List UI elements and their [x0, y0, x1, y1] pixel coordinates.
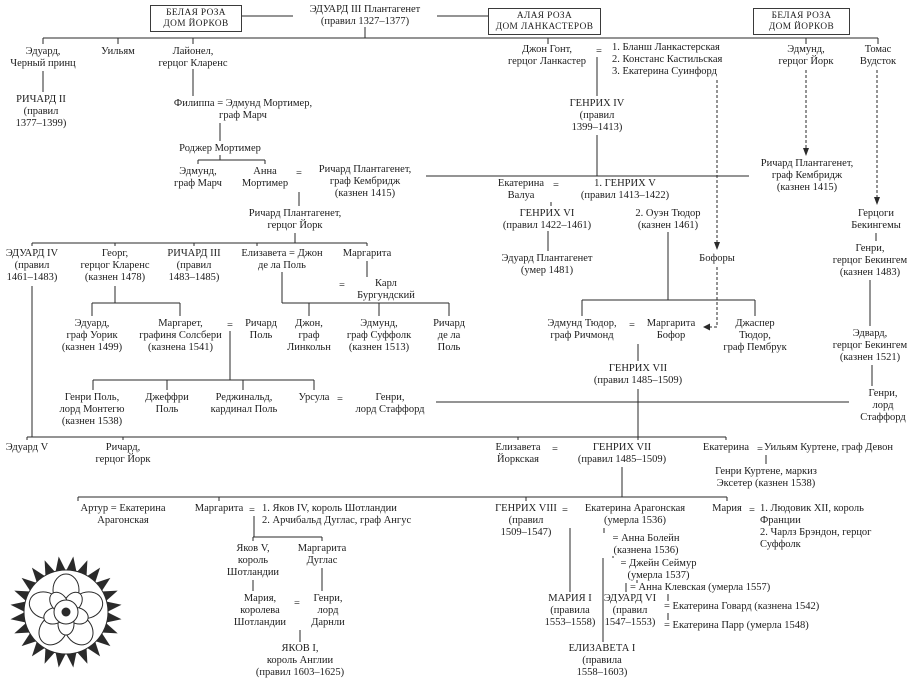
marriage-equals: = — [337, 394, 343, 405]
person-mary-tudor: Мария — [712, 503, 742, 514]
person-john-of-gaunt: Джон Гонт, герцог Ланкастер — [507, 44, 587, 68]
person-henry-buckingham: Генри, герцог Бекингем (казнен 1483) — [832, 243, 908, 279]
person-ursula: Урсула — [298, 392, 330, 403]
person-richard-york-prince: Ричард, герцог Йорк — [95, 442, 151, 466]
person-geoffrey-pole: Джеффри Поль — [145, 392, 189, 416]
group-dukes-buckingham: Герцоги Бекингемы — [851, 208, 901, 232]
marriage-equals: = — [294, 598, 300, 609]
person-edmund-york: Эдмунд, герцог Йорк — [778, 44, 834, 68]
person-edmund-march: Эдмунд, граф Марч — [174, 166, 222, 190]
person-henry-iv: ГЕНРИХ IV (правил 1399–1413) — [569, 98, 625, 134]
list-margaret-husbands: 1. Яков IV, король Шотландии 2. Арчибаль… — [262, 503, 412, 527]
couple-philippa-mortimer: Филиппа = Эдмунд Мортимер, граф Марч — [173, 98, 313, 122]
person-richard-cambridge-right: Ричард Плантагенет, граф Кембридж (казне… — [760, 158, 854, 194]
marriage-equals: = — [296, 168, 302, 179]
person-margaret-douglas: Маргарита Дуглас — [297, 543, 347, 567]
person-reginald-pole: Реджинальд, кардинал Поль — [210, 392, 278, 416]
person-catherine-parr: = Екатерина Парр (умерла 1548) — [664, 620, 809, 631]
person-anne-cleves: = Анна Клевская (умерла 1557) — [630, 582, 771, 593]
person-katherine-valois: Екатерина Валуа — [497, 178, 545, 202]
house-box-lancaster: АЛАЯ РОЗА ДОМ ЛАНКАСТЕРОВ — [488, 8, 601, 36]
list-mary-husbands: 1. Людовик XII, король Франции 2. Чарлз … — [760, 503, 872, 551]
person-james-v: Яков V, король Шотландии — [226, 543, 280, 579]
marriage-equals: = — [249, 505, 255, 516]
person-edward-buckingham: Эдвард, герцог Бекингем (казнен 1521) — [832, 328, 908, 364]
person-edward-plantagenet: Эдуард Плантагенет (умер 1481) — [501, 253, 593, 277]
person-henry-darnley: Генри, лорд Дарнли — [311, 593, 345, 629]
marriage-equals: = — [562, 505, 568, 516]
person-richard-ii: РИЧАРД II (правил 1377–1399) — [15, 94, 67, 130]
arrow-left-icon — [703, 323, 710, 331]
person-george-clarence: Георг, герцог Кларенс (казнен 1478) — [80, 248, 150, 284]
arrow-down-icon — [803, 148, 809, 156]
list-gaunt-wives: 1. Бланш Ланкастерская 2. Констанс Касти… — [612, 42, 723, 78]
person-richard-duke-york: Ричард Плантагенет, герцог Йорк — [248, 208, 342, 232]
person-henry-courtenay: Генри Куртене, маркиз Эксетер (казнен 15… — [715, 466, 817, 490]
person-william-courtenay: Уильям Куртене, граф Девон — [764, 442, 893, 453]
connector-line-dashed — [710, 70, 878, 328]
person-henry-v: 1. ГЕНРИХ V (правил 1413–1422) — [580, 178, 670, 202]
person-edward-warwick: Эдуард, граф Уорик (казнен 1499) — [61, 318, 123, 354]
person-black-prince: Эдуард, Черный принц — [10, 46, 76, 70]
person-edward-iv: ЭДУАРД IV (правил 1461–1483) — [5, 248, 59, 284]
marriage-equals: = — [339, 280, 345, 291]
arrow-down-icon — [874, 197, 880, 205]
person-mary-queen-scots: Мария, королева Шотландии — [233, 593, 287, 629]
person-lionel-clarence: Лайонел, герцог Кларенс — [158, 46, 228, 70]
person-edward-v: Эдуард V — [5, 442, 49, 453]
person-edmund-suffolk: Эдмунд, граф Суффолк (казнен 1513) — [346, 318, 412, 354]
person-charles-burgundy: Карл Бургундский — [357, 278, 415, 302]
person-edward-iii: ЭДУАРД III Плантагенет (правил 1327–1377… — [309, 4, 421, 28]
person-margaret-beaufort: Маргарита Бофор — [646, 318, 696, 342]
person-roger-mortimer: Роджер Мортимер — [179, 143, 261, 154]
person-richard-iii: РИЧАРД III (правил 1483–1485) — [167, 248, 221, 284]
marriage-equals: = — [629, 320, 635, 331]
person-mary-i: МАРИЯ I (правила 1553–1558) — [544, 593, 596, 629]
person-richard-pole: Ричард Поль — [245, 318, 277, 342]
marriage-equals: = — [596, 46, 602, 57]
person-henry-stafford: Генри, лорд Стаффорд — [355, 392, 425, 416]
marriage-equals: = — [553, 180, 559, 191]
person-richard-delapole: Ричард де ла Поль — [433, 318, 465, 354]
person-james-i: ЯКОВ I, король Англии (правил 1603–1625) — [255, 643, 345, 679]
person-anna-mortimer: Анна Мортимер — [241, 166, 289, 190]
person-henry-pole-montagu: Генри Поль, лорд Монтегю (казнен 1538) — [59, 392, 125, 428]
person-william: Уильям — [101, 46, 135, 57]
person-jasper-tudor: Джаспер Тюдор, граф Пембрук — [723, 318, 787, 354]
marriage-equals: = — [227, 320, 233, 331]
person-richard-cambridge: Ричард Плантагенет, граф Кембридж (казне… — [318, 164, 412, 200]
person-jane-seymour: = Джейн Сеймур (умерла 1537) — [620, 558, 697, 582]
person-margaret-burgundy: Маргарита — [342, 248, 392, 259]
person-henry-viii: ГЕНРИХ VIII (правил 1509–1547) — [495, 503, 557, 539]
person-margaret-tudor: Маргарита — [194, 503, 244, 514]
couple-arthur-catherine: Артур = Екатерина Арагонская — [80, 503, 166, 527]
person-anne-boleyn: = Анна Болейн (казнена 1536) — [612, 533, 680, 557]
person-catherine-aragon: Екатерина Арагонская (умерла 1536) — [584, 503, 686, 527]
person-elizabeth-york: Елизавета Йоркская — [495, 442, 541, 466]
marriage-equals: = — [757, 444, 763, 455]
person-catherine-howard: = Екатерина Говард (казнена 1542) — [664, 601, 820, 612]
person-edward-vi: ЭДУАРД VI (правил 1547–1553) — [603, 593, 657, 629]
marriage-equals: = — [749, 505, 755, 516]
person-john-lincoln: Джон, граф Линкольн — [287, 318, 331, 354]
tudor-rose-icon — [10, 556, 122, 668]
couple-elizabeth-delapole: Елизавета = Джон де ла Поль — [241, 248, 323, 272]
arrow-down-icon — [714, 242, 720, 250]
house-box-york-right: БЕЛАЯ РОЗА ДОМ ЙОРКОВ — [753, 8, 850, 36]
marriage-equals: = — [552, 444, 558, 455]
tudor-rose-emblem — [8, 546, 124, 682]
person-henry-vii: ГЕНРИХ VII (правил 1485–1509) — [593, 363, 683, 387]
person-elizabeth-i: ЕЛИЗАВЕТА I (правила 1558–1603) — [568, 643, 636, 679]
person-thomas-woodstock: Томас Вудсток — [859, 44, 897, 68]
group-beauforts: Бофоры — [699, 253, 735, 264]
person-owen-tudor: 2. Оуэн Тюдор (казнен 1461) — [635, 208, 701, 232]
person-henry-stafford-right: Генри, лорд Стаффорд — [860, 388, 906, 424]
person-henry-vi: ГЕНРИХ VI (правил 1422–1461) — [502, 208, 592, 232]
person-katherine-york: Екатерина — [702, 442, 750, 453]
person-henry-vii-bottom: ГЕНРИХ VII (правил 1485–1509) — [577, 442, 667, 466]
person-edmund-tudor: Эдмунд Тюдор, граф Ричмонд — [547, 318, 617, 342]
person-margaret-salisbury: Маргарет, графиня Солсбери (казнена 1541… — [139, 318, 222, 354]
house-box-york-left: БЕЛАЯ РОЗА ДОМ ЙОРКОВ — [150, 5, 242, 33]
